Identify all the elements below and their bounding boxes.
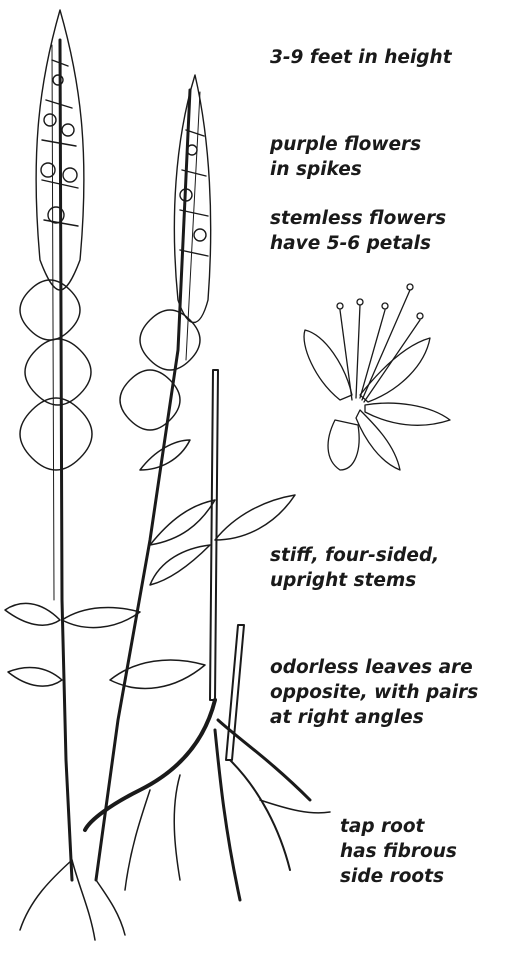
label-flowers-line: purple flowers: [270, 132, 421, 157]
stem-middle: [96, 90, 200, 880]
label-stems-line: stiff, four-sided,: [270, 543, 439, 568]
label-height: 3-9 feet in height: [270, 45, 452, 70]
label-stems-line: upright stems: [270, 568, 439, 593]
label-flowers: purple flowers in spikes: [270, 132, 421, 182]
label-height-line: 3-9 feet in height: [270, 45, 452, 70]
stem-left: [52, 40, 72, 880]
label-root-line: tap root: [340, 814, 457, 839]
label-leaves-line: opposite, with pairs: [270, 680, 478, 705]
label-stems: stiff, four-sided, upright stems: [270, 543, 439, 593]
flower-spike-left: [20, 10, 92, 470]
label-petals-line: stemless flowers: [270, 206, 446, 231]
label-petals: stemless flowers have 5-6 petals: [270, 206, 446, 256]
label-leaves-line: at right angles: [270, 705, 478, 730]
label-flowers-line: in spikes: [270, 157, 421, 182]
label-petals-line: have 5-6 petals: [270, 231, 446, 256]
label-root: tap root has fibrous side roots: [340, 814, 457, 889]
leaves: [5, 440, 295, 688]
label-root-line: has fibrous: [340, 839, 457, 864]
label-root-line: side roots: [340, 864, 457, 889]
flower-detail: [304, 284, 450, 470]
label-leaves: odorless leaves are opposite, with pairs…: [270, 655, 478, 730]
flower-spike-right: [120, 75, 211, 430]
label-leaves-line: odorless leaves are: [270, 655, 478, 680]
